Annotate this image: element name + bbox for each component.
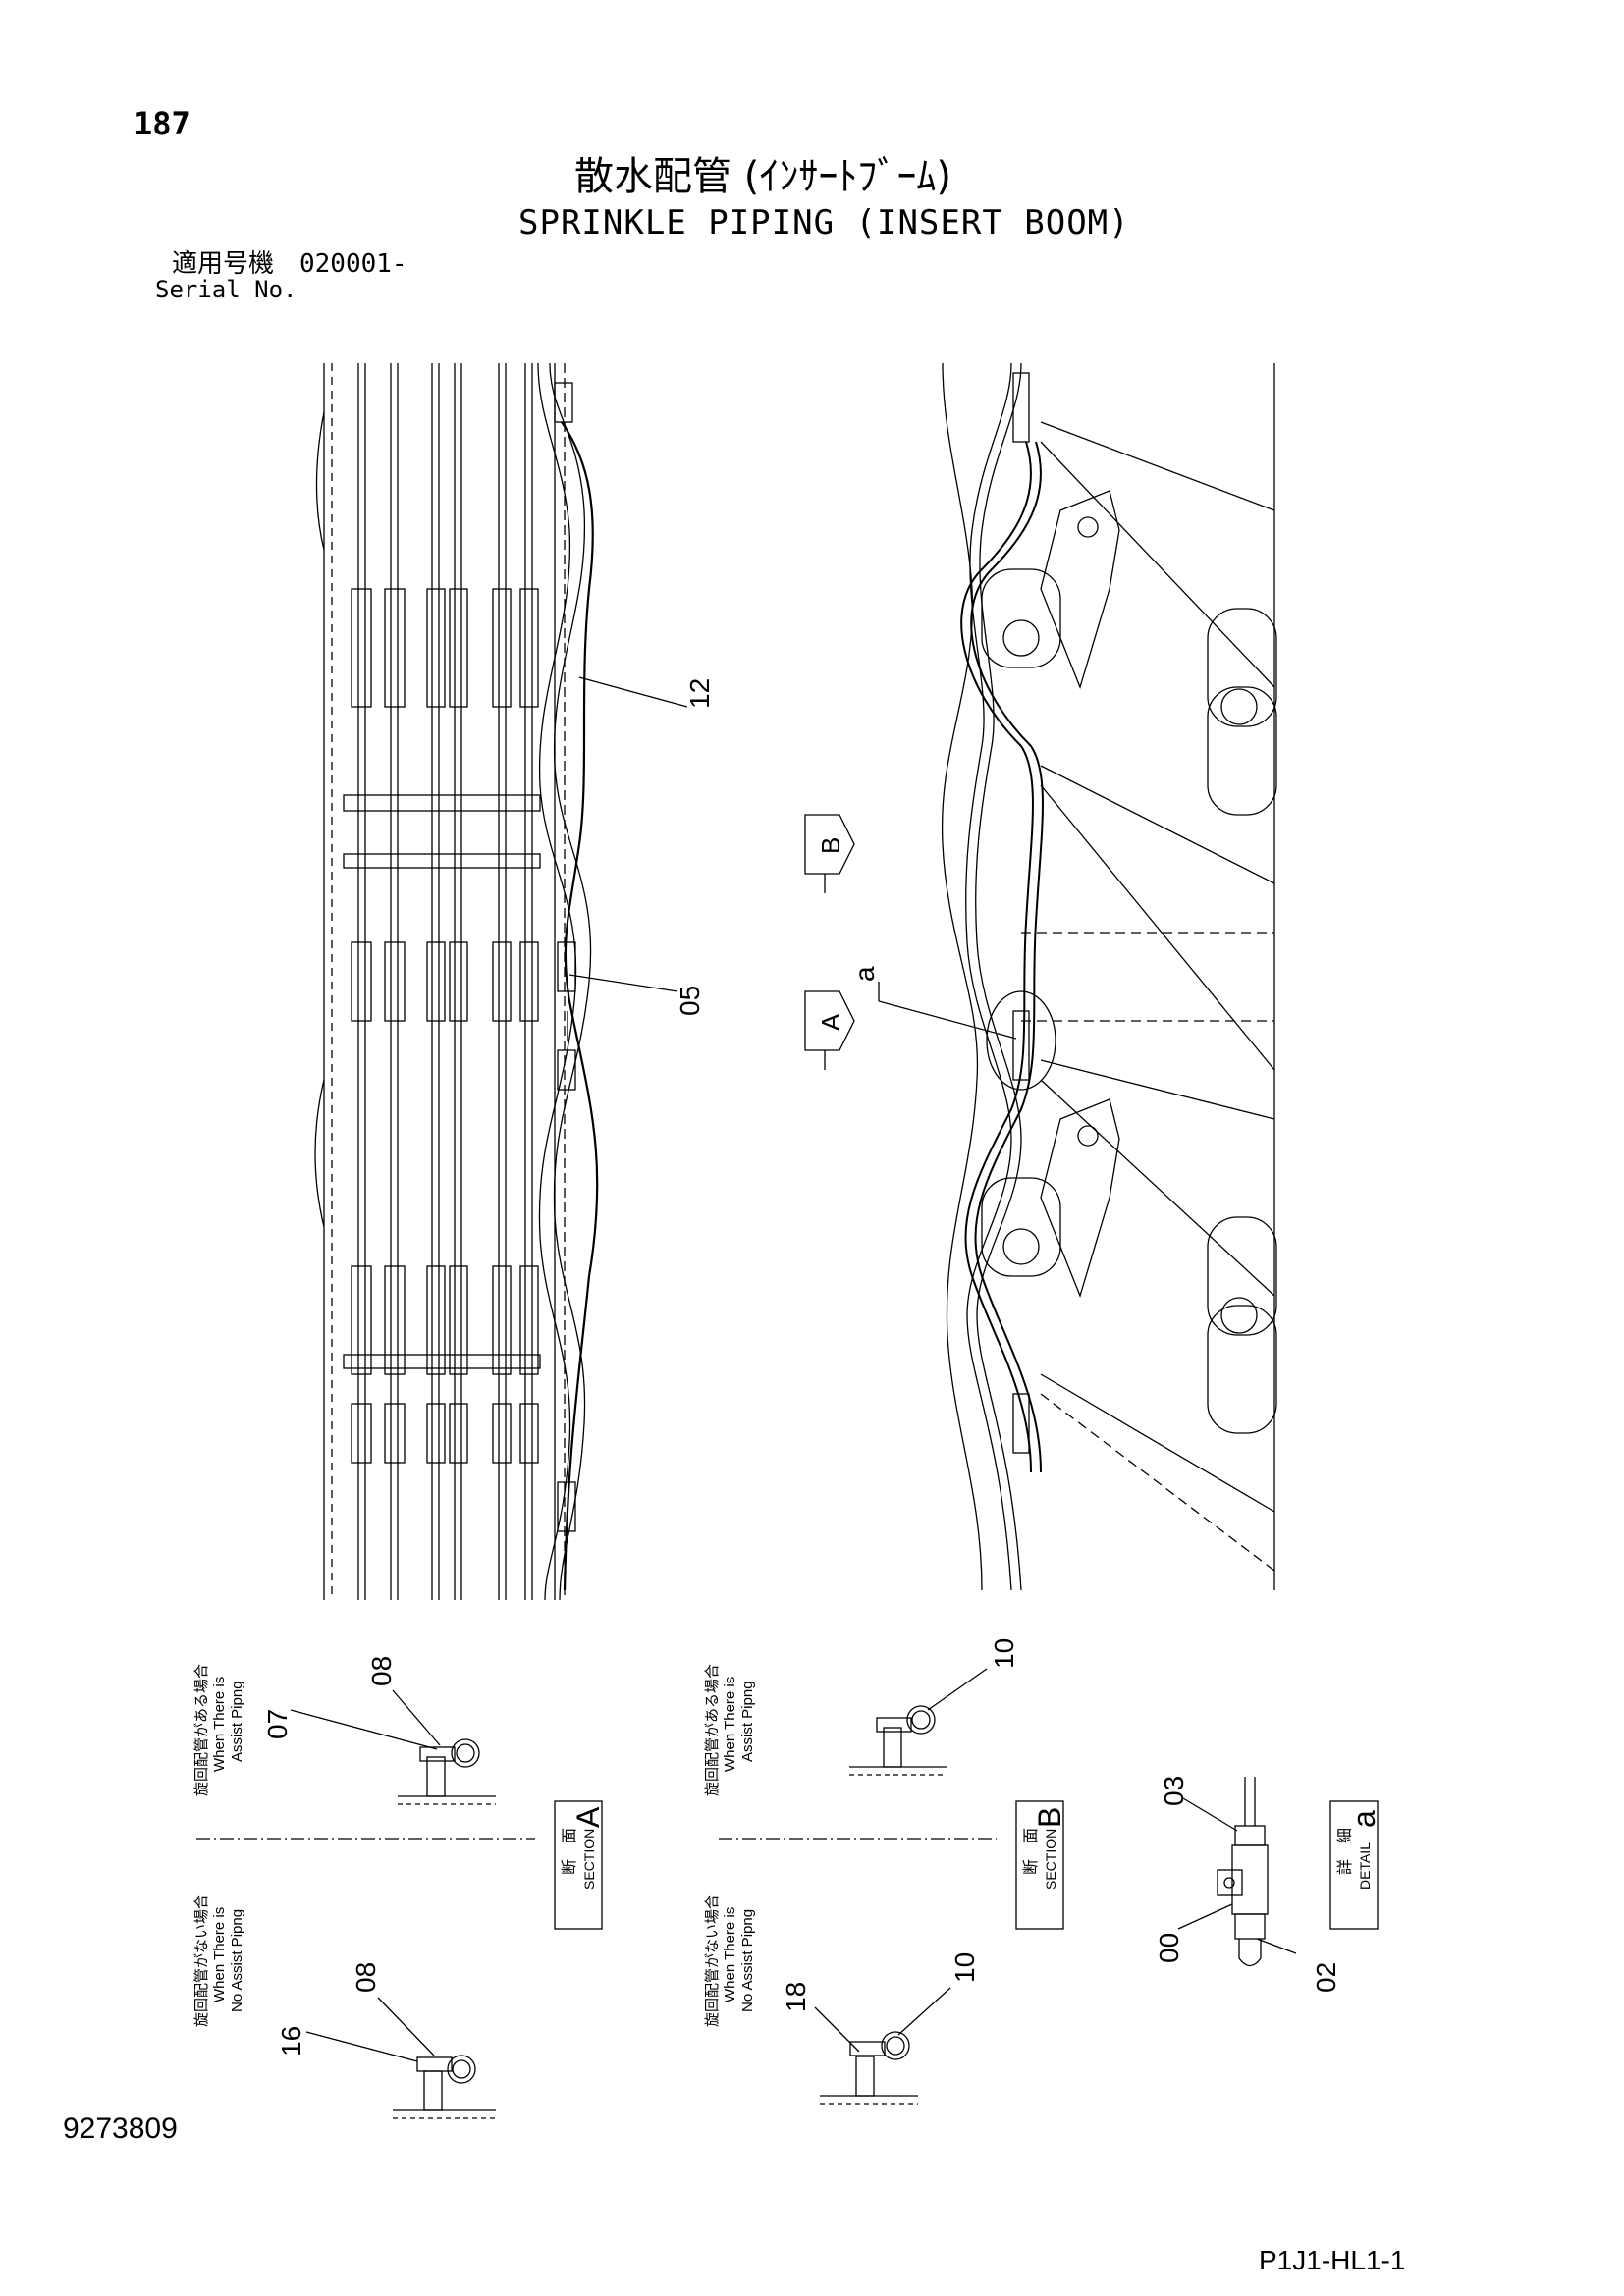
title-japanese: 散水配管 (ｲﾝｻｰﾄﾌﾞｰﾑ) (574, 154, 951, 199)
page-number: 187 (134, 105, 190, 142)
section-a-callout-07: 07 (262, 1709, 293, 1739)
fittings-left (343, 588, 541, 1464)
detail-marker-a: a (849, 966, 880, 982)
sprinkle-pipe-left (554, 382, 599, 1591)
section-a-callout-16: 16 (276, 2026, 306, 2056)
section-b-no-assist-jp: 旋回配管がない場合 (704, 1895, 721, 2027)
section-b-label-jp: 断 面 (1022, 1828, 1040, 1875)
hose-bundle-left (314, 362, 592, 1601)
section-b-callout-10-bottom: 10 (949, 1952, 980, 1983)
section-b-label-en: SECTION (1043, 1829, 1058, 1890)
callout-05: 05 (675, 986, 705, 1016)
section-b-no-assist-en-1: When There is (722, 1907, 738, 2002)
callout-12: 12 (684, 678, 715, 709)
section-a-label-jp: 断 面 (561, 1828, 578, 1875)
detail-a-label-en: DETAIL (1357, 1842, 1373, 1890)
view-marker-b-shape (804, 814, 855, 875)
section-a-no-assist-en-2: No Assist Pipng (229, 1909, 245, 2012)
title-english: SPRINKLE PIPING (INSERT BOOM) (518, 203, 1130, 242)
section-b-drawing (719, 1668, 1064, 2105)
section-a-assist-en-1: When There is (211, 1677, 228, 1772)
section-a-no-assist-en-1: When There is (211, 1907, 228, 2002)
detail-a-callout-00: 00 (1154, 1933, 1184, 1963)
detail-a-callout-02: 02 (1311, 1962, 1341, 1993)
callout-leader-05 (568, 974, 678, 992)
detail-a-letter: a (1346, 1810, 1381, 1828)
section-b-assist-jp: 旋回配管がある場合 (704, 1664, 721, 1796)
view-marker-b: B (816, 837, 845, 854)
section-a-assist-jp: 旋回配管がある場合 (193, 1664, 210, 1796)
section-b-assist-en-2: Assist Pipng (739, 1681, 756, 1762)
detail-a-callout-03: 03 (1159, 1776, 1189, 1806)
view-marker-a: A (816, 1013, 845, 1031)
section-a-letter: A (570, 1806, 606, 1828)
view-marker-a-shape (804, 990, 855, 1051)
detail-a-drawing (1177, 1777, 1379, 1967)
detail-a-label-jp: 詳 細 (1336, 1828, 1354, 1875)
boom-frame (941, 362, 1277, 1591)
section-a-no-assist-jp: 旋回配管がない場合 (193, 1895, 210, 2027)
section-b-callout-10-top: 10 (989, 1638, 1019, 1669)
section-a-drawing (196, 1689, 603, 2119)
hose-bundle-right (960, 362, 1056, 1591)
section-b-assist-en-1: When There is (722, 1677, 738, 1772)
serial-label-english: Serial No. (155, 276, 298, 303)
section-b-callout-18: 18 (781, 1982, 811, 2012)
section-a-callout-08-bottom: 08 (351, 1962, 381, 1993)
document-number: 9273809 (63, 2112, 178, 2145)
sheet-code: P1J1-HL1-1 (1259, 2245, 1406, 2275)
callout-leader-12 (578, 676, 688, 708)
callout-leader-a (878, 1000, 1017, 1040)
section-a-label-en: SECTION (581, 1829, 597, 1890)
serial-label-japanese: 適用号機 020001- (172, 249, 407, 279)
section-a-assist-en-2: Assist Pipng (229, 1681, 245, 1762)
section-a-callout-08-top: 08 (366, 1656, 397, 1686)
section-b-no-assist-en-2: No Assist Pipng (739, 1909, 756, 2012)
section-b-letter: B (1032, 1807, 1067, 1828)
